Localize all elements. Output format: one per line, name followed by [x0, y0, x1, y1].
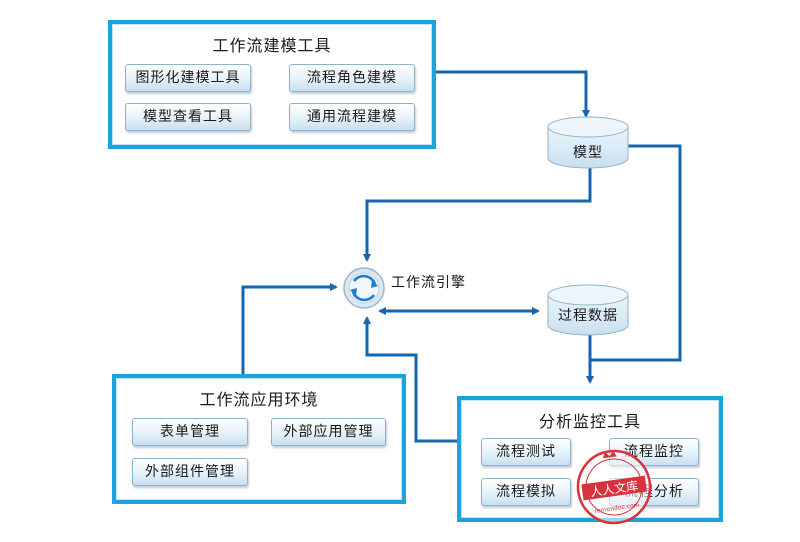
process-monitoring-button[interactable]: 流程监控	[609, 438, 699, 466]
panel-title: 分析监控工具	[538, 412, 641, 431]
model-database-icon	[547, 116, 629, 169]
watermark-stamp: 人人文库 renrendoc.com	[576, 449, 652, 525]
external-app-management-button[interactable]: 外部应用管理	[271, 418, 386, 446]
process-simulation-button[interactable]: 流程模拟	[481, 478, 571, 506]
external-component-management-button[interactable]: 外部组件管理	[132, 458, 248, 486]
arrow-model-to-engine	[363, 168, 592, 262]
arrow-monitoring-to-engine	[363, 316, 460, 443]
form-management-button[interactable]: 表单管理	[132, 418, 248, 446]
arrow-app-to-engine	[241, 283, 338, 378]
arrow-model-to-monitoring	[586, 144, 682, 384]
process-role-modeling-button[interactable]: 流程角色建模	[289, 64, 415, 92]
panel-title: 工作流建模工具	[212, 36, 332, 55]
modeling-tools-panel: 工作流建模工具 图形化建模工具 流程角色建模 模型查看工具 通用流程建模	[108, 20, 436, 149]
process-data-database-icon	[547, 284, 629, 336]
svg-text:人人文库: 人人文库	[589, 478, 639, 500]
graphical-modeling-tool-button[interactable]: 图形化建模工具	[125, 64, 251, 92]
process-data-store-label: 过程数据	[558, 308, 618, 324]
workflow-engine-label: 工作流引擎	[391, 275, 466, 291]
arrow-modeling-to-model	[434, 70, 590, 118]
process-testing-button[interactable]: 流程测试	[481, 438, 571, 466]
engine-cycle-icon	[343, 267, 385, 309]
panel-title: 工作流应用环境	[199, 390, 319, 409]
model-store-label: 模型	[573, 145, 603, 161]
application-environment-panel: 工作流应用环境 表单管理 外部应用管理 外部组件管理	[112, 374, 406, 504]
general-process-modeling-button[interactable]: 通用流程建模	[289, 103, 415, 131]
model-viewer-tool-button[interactable]: 模型查看工具	[125, 103, 251, 131]
